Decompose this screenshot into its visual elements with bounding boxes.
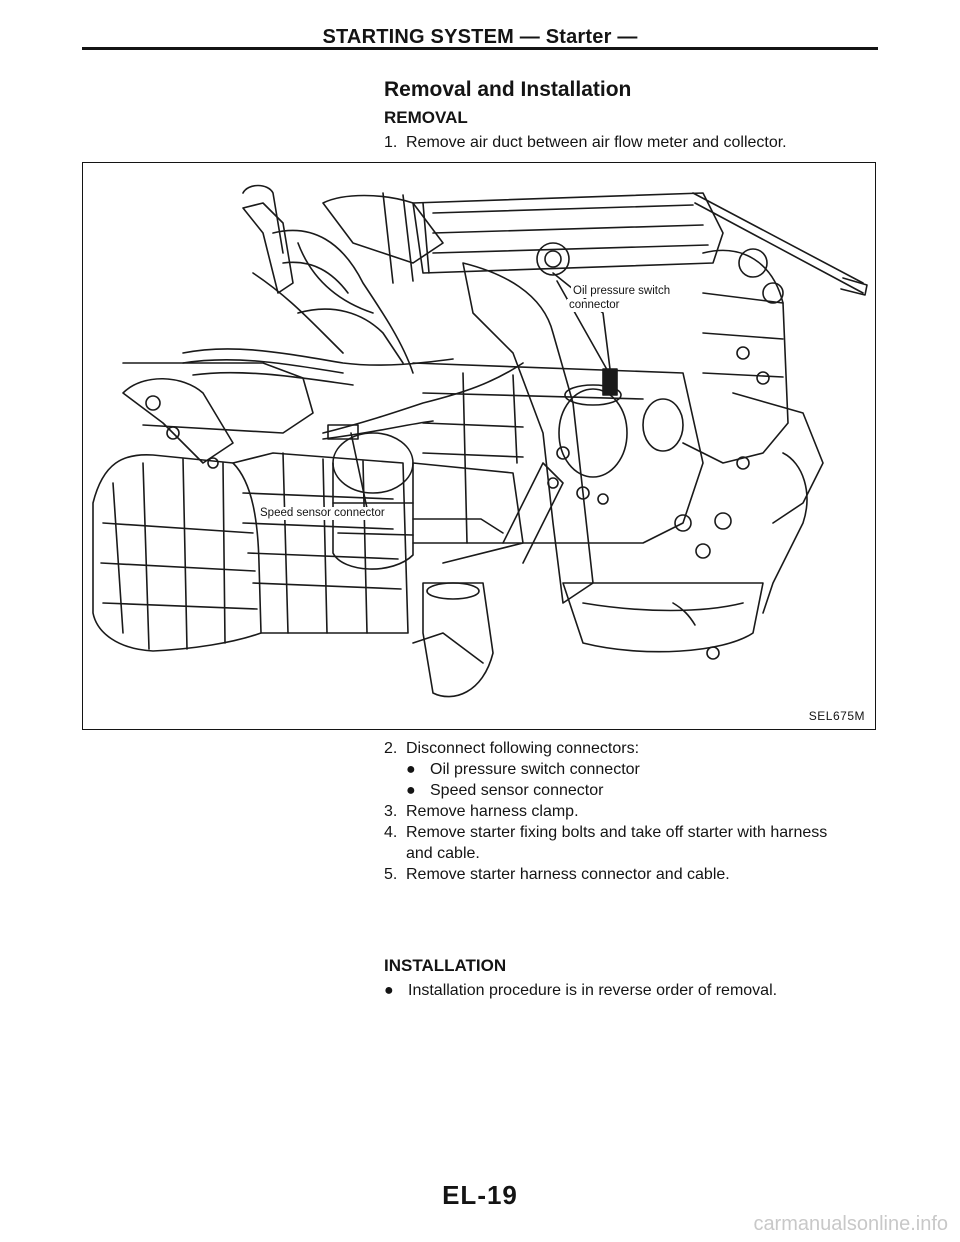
step-5-text: Remove starter harness connector and cab… <box>406 866 730 883</box>
step-5: 5. Remove starter harness connector and c… <box>384 864 884 885</box>
oil-pressure-callout-line1: Oil pressure switch <box>571 285 673 298</box>
step-2-text: Disconnect following connectors: <box>406 740 640 757</box>
bullet-speed-sensor-text: Speed sensor connector <box>430 782 604 799</box>
step-3-text: Remove harness clamp. <box>406 803 579 820</box>
bullet-speed-sensor: ● Speed sensor connector <box>384 780 884 801</box>
watermark: carmanualsonline.info <box>753 1213 948 1235</box>
installation-title: INSTALLATION <box>384 956 507 975</box>
bullet-icon: ● <box>406 782 416 799</box>
step-2-number: 2. <box>384 740 398 757</box>
engine-drawing <box>92 184 868 698</box>
figure-code: SEL675M <box>808 709 865 723</box>
installation-text: Installation procedure is in reverse ord… <box>408 982 778 999</box>
page-header: STARTING SYSTEM — Starter — <box>322 26 638 48</box>
step-4-text: Remove starter fixing bolts and take off… <box>406 824 828 841</box>
step-5-number: 5. <box>384 866 398 883</box>
step-3: 3. Remove harness clamp. <box>384 801 884 822</box>
removal-title: REMOVAL <box>384 108 468 127</box>
page-number: EL-19 <box>442 1180 518 1210</box>
step-4-continuation: and cable. <box>406 845 480 862</box>
bullet-icon: ● <box>406 761 416 778</box>
section-title: Removal and Installation <box>384 78 632 101</box>
engine-illustration: Oil pressure switch connector Speed sens… <box>82 162 876 730</box>
step-1: 1. Remove air duct between air flow meter… <box>384 132 787 153</box>
bullet-oil-pressure: ● Oil pressure switch connector <box>384 759 884 780</box>
installation-bullet: ● Installation procedure is in reverse or… <box>384 982 777 1000</box>
step-3-number: 3. <box>384 803 398 820</box>
step-2: 2. Disconnect following connectors: <box>384 738 884 759</box>
bullet-icon: ● <box>384 982 394 999</box>
step-4-number: 4. <box>384 824 398 841</box>
step-1-number: 1. <box>384 134 398 151</box>
speed-sensor-callout: Speed sensor connector <box>258 507 387 520</box>
oil-pressure-callout-line2: connector <box>567 299 622 312</box>
step-4: 4. Remove starter fixing bolts and take o… <box>384 822 884 843</box>
header-rule <box>82 47 878 50</box>
step-1-text: Remove air duct between air flow meter a… <box>406 134 787 151</box>
removal-steps: 2. Disconnect following connectors: ● Oil … <box>384 738 884 885</box>
bullet-oil-pressure-text: Oil pressure switch connector <box>430 761 640 778</box>
